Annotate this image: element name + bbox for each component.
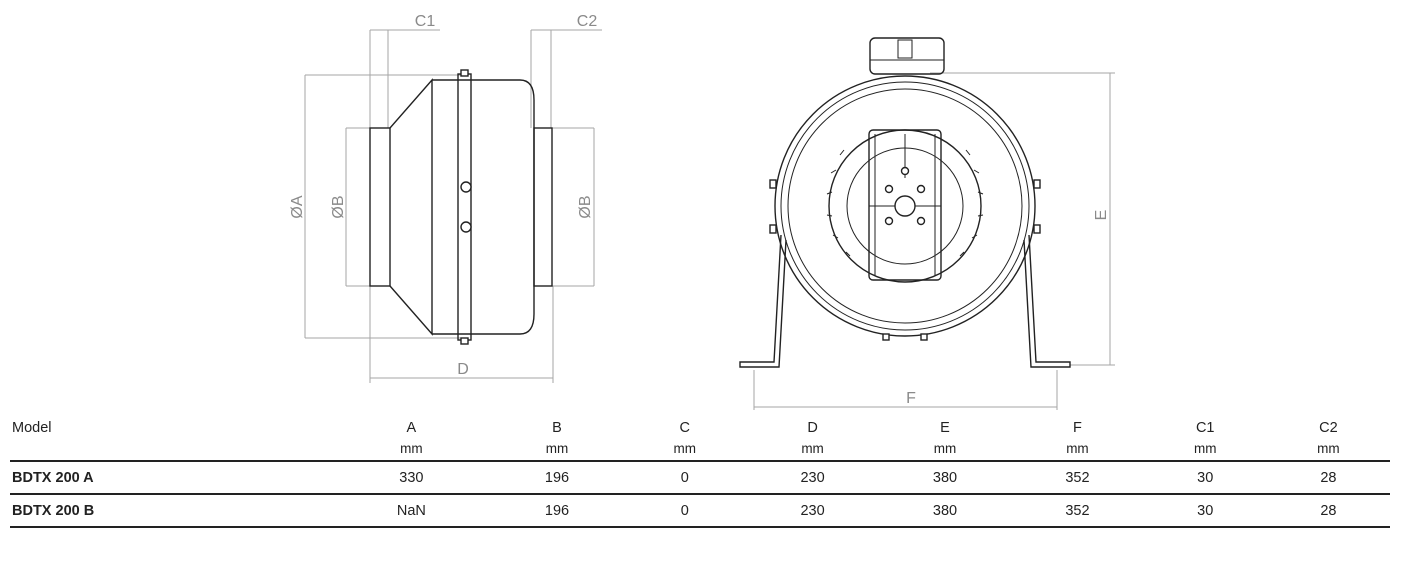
value-c1: 30 bbox=[1143, 461, 1267, 495]
model-unit-cell bbox=[10, 436, 332, 462]
column-header-d: D bbox=[807, 420, 818, 436]
column-header-a: A bbox=[406, 420, 417, 436]
dim-label-dia-a: ØA bbox=[289, 195, 306, 218]
unit-b: mm bbox=[490, 436, 624, 462]
value-e: 380 bbox=[878, 461, 1012, 495]
value-f: 352 bbox=[1011, 461, 1144, 495]
value-c: 0 bbox=[623, 494, 747, 528]
value-a: 330 bbox=[332, 461, 491, 495]
value-b: 196 bbox=[490, 494, 624, 528]
unit-f: mm bbox=[1011, 436, 1144, 462]
column-header-b: B bbox=[552, 420, 562, 436]
unit-e: mm bbox=[878, 436, 1012, 462]
unit-a: mm bbox=[332, 436, 491, 462]
specifications-table: Model A B C D E F C1 C2 mm mm mm mm mm m… bbox=[10, 412, 1390, 528]
dim-label-dia-b-left: ØB bbox=[330, 195, 347, 218]
unit-c: mm bbox=[623, 436, 747, 462]
column-header-c1: C1 bbox=[1195, 420, 1215, 436]
value-d: 230 bbox=[746, 461, 879, 495]
side-view-drawing bbox=[304, 29, 602, 383]
model-name: BDTX 200 A bbox=[10, 461, 332, 495]
dim-label-dia-b-right: ØB bbox=[577, 195, 594, 218]
unit-c1: mm bbox=[1143, 436, 1267, 462]
value-f: 352 bbox=[1011, 494, 1144, 528]
technical-drawings: C1 C2 ØA ØB ØB D bbox=[289, 13, 1115, 410]
front-view-drawing bbox=[739, 37, 1115, 410]
column-header-f: F bbox=[1073, 420, 1082, 436]
value-c2: 28 bbox=[1266, 494, 1390, 528]
table-row: BDTX 200 B NaN 196 0 230 380 352 30 28 bbox=[10, 494, 1390, 528]
value-d: 230 bbox=[746, 494, 879, 528]
table-unit-row: mm mm mm mm mm mm mm mm bbox=[10, 436, 1390, 462]
value-e: 380 bbox=[878, 494, 1012, 528]
dim-label-c2: C2 bbox=[577, 13, 598, 30]
unit-c2: mm bbox=[1266, 436, 1390, 462]
value-a: NaN bbox=[332, 494, 491, 528]
model-header: Model bbox=[12, 420, 52, 436]
dim-label-c1: C1 bbox=[415, 13, 436, 30]
dim-label-d: D bbox=[457, 361, 469, 378]
value-c: 0 bbox=[623, 461, 747, 495]
table-row: BDTX 200 A 330 196 0 230 380 352 30 28 bbox=[10, 461, 1390, 495]
column-header-e: E bbox=[940, 420, 950, 436]
column-header-c2: C2 bbox=[1319, 420, 1338, 436]
model-name: BDTX 200 B bbox=[10, 494, 332, 528]
value-c1: 30 bbox=[1143, 494, 1267, 528]
dim-label-f: F bbox=[906, 390, 916, 407]
value-c2: 28 bbox=[1266, 461, 1390, 495]
value-b: 196 bbox=[490, 461, 624, 495]
dim-label-e: E bbox=[1093, 210, 1110, 221]
table-header-row: Model A B C D E F C1 C2 bbox=[10, 412, 1390, 436]
column-header-c: C bbox=[679, 420, 691, 436]
unit-d: mm bbox=[746, 436, 879, 462]
